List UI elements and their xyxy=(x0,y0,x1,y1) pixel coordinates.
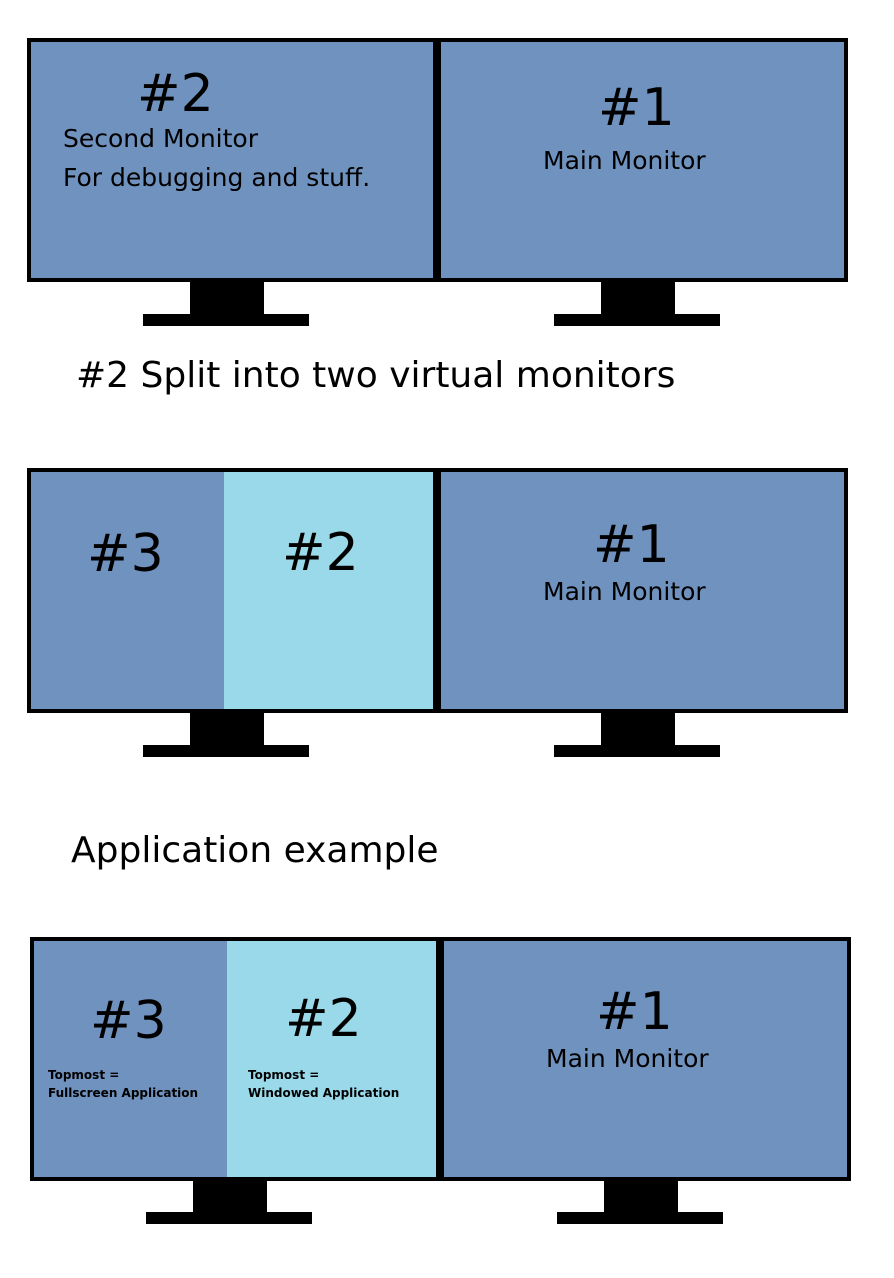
monitor-screen xyxy=(440,937,851,1181)
monitor-number: #1 xyxy=(593,515,670,575)
monitor-screen xyxy=(27,468,437,713)
monitor-stand-base xyxy=(554,745,720,757)
virtual-monitor-2 xyxy=(227,941,436,1177)
monitor-label: Main Monitor xyxy=(546,1044,709,1073)
monitor-stand-neck xyxy=(190,713,264,751)
section-heading: Application example xyxy=(71,830,439,871)
monitor-number: #2 xyxy=(282,523,359,583)
monitor-label: Second Monitor xyxy=(63,124,258,153)
monitor-number: #2 xyxy=(137,64,214,124)
monitor-description: For debugging and stuff. xyxy=(63,163,371,192)
topmost-label: Topmost = xyxy=(248,1068,320,1082)
monitor-stand-base xyxy=(146,1212,312,1224)
topmost-description: Windowed Application xyxy=(248,1086,400,1100)
monitor-screen xyxy=(30,937,440,1181)
monitor-stand-neck xyxy=(601,282,675,320)
monitor-stand-base xyxy=(554,314,720,326)
monitor-number: #1 xyxy=(598,78,675,138)
topmost-description: Fullscreen Application xyxy=(48,1086,199,1100)
topmost-label: Topmost = xyxy=(48,1068,120,1082)
monitor-screen xyxy=(437,38,848,282)
monitor-stand-base xyxy=(143,745,309,757)
monitor-stand-neck xyxy=(601,713,675,751)
monitor-number: #2 xyxy=(285,989,362,1049)
monitor-screen xyxy=(437,468,848,713)
virtual-monitor-3 xyxy=(31,472,224,709)
monitor-number: #3 xyxy=(87,524,164,584)
monitor-label: Main Monitor xyxy=(543,577,706,606)
monitor-stand-neck xyxy=(190,282,264,320)
monitor-label: Main Monitor xyxy=(543,146,706,175)
section-heading: #2 Split into two virtual monitors xyxy=(76,355,676,396)
monitor-number: #1 xyxy=(596,982,673,1042)
monitor-screen xyxy=(27,38,437,282)
virtual-monitor-2 xyxy=(224,472,433,709)
monitor-stand-base xyxy=(557,1212,723,1224)
monitor-number: #3 xyxy=(90,991,167,1051)
monitor-stand-base xyxy=(143,314,309,326)
virtual-monitor-3 xyxy=(34,941,227,1177)
